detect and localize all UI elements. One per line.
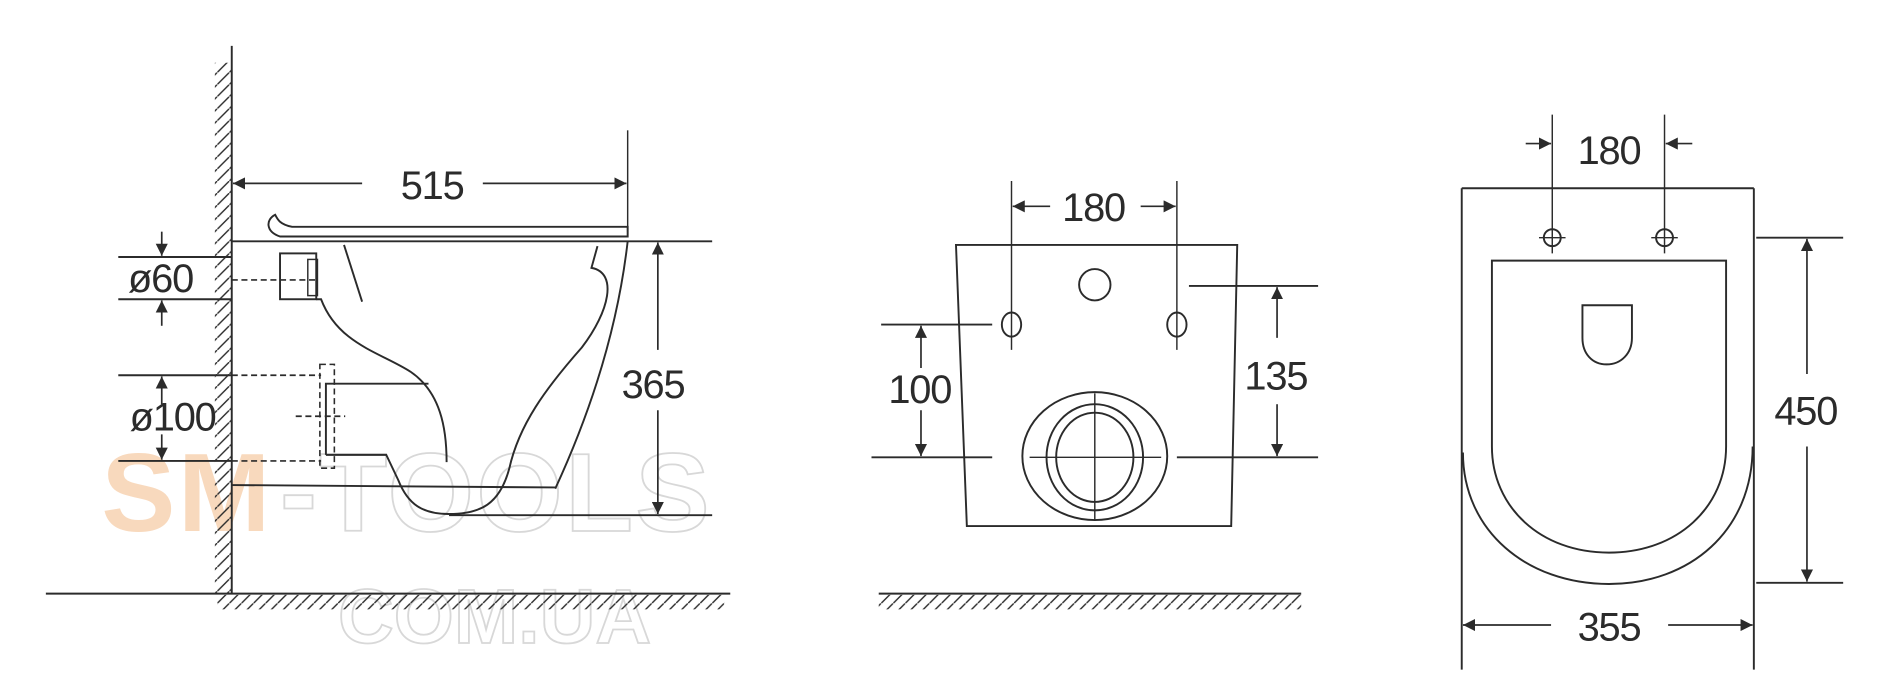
rear-outlet-height-dimension: 100 (888, 368, 951, 412)
side-view: 515 ø100 ø60 365 (45, 45, 731, 610)
top-view: 180 450 355 (1460, 114, 1844, 670)
wall-hatching (214, 62, 232, 594)
rear-floor-hatching (878, 594, 1302, 610)
watermark: SM -TOOLS COM.UA (101, 429, 712, 661)
floor-hatching (217, 594, 725, 610)
width-dimension: 355 (1578, 606, 1641, 650)
depth-dimension: 515 (401, 164, 464, 208)
seat-lid (267, 213, 629, 238)
seat-outline (1490, 259, 1728, 554)
top-bolt-spacing-dimension: 180 (1578, 129, 1641, 173)
watermark-domain: COM.UA (338, 574, 651, 660)
watermark-tools: -TOOLS (280, 430, 712, 555)
inlet-diameter-dimension: ø60 (128, 257, 193, 301)
rear-bolt-height-dimension: 135 (1244, 355, 1307, 399)
rear-bolt-spacing-dimension: 180 (1062, 186, 1125, 230)
rear-body (954, 243, 1239, 528)
length-dimension: 450 (1774, 390, 1837, 434)
watermark-sm: SM (101, 430, 272, 555)
rear-view: 180 100 135 (871, 180, 1319, 610)
outlet-diameter-dimension: ø100 (130, 396, 216, 440)
height-dimension: 365 (622, 363, 685, 407)
bowl-outline (1461, 446, 1754, 585)
